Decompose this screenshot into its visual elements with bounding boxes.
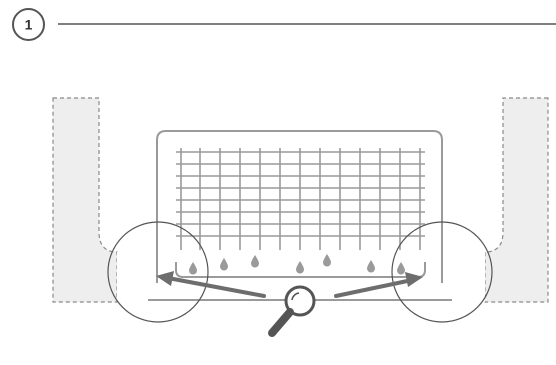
water-drop-icon: [397, 262, 405, 275]
water-drops: [189, 254, 405, 275]
arrow-head-left: [156, 271, 174, 286]
arrow-head-right: [405, 272, 423, 287]
grid-rack: [176, 148, 425, 250]
water-drop-icon: [189, 262, 197, 275]
step-header: 1: [12, 8, 556, 41]
step-number: 1: [25, 17, 33, 33]
right-detail-circle: [391, 221, 493, 323]
left-side-panel: [52, 97, 118, 303]
magnifier-icon: [268, 285, 316, 337]
water-drop-icon: [220, 258, 228, 271]
water-drop-icon: [251, 255, 259, 268]
water-drop-icon: [367, 260, 375, 273]
drip-tray: [175, 262, 426, 278]
arrows: [156, 271, 423, 298]
step-number-circle: [12, 8, 45, 41]
water-drop-icon: [296, 261, 304, 274]
appliance-frame: [156, 130, 443, 283]
left-detail-circle: [107, 221, 209, 323]
water-drop-icon: [323, 254, 331, 267]
arrow-icon: [166, 276, 266, 298]
arrow-icon: [334, 278, 414, 298]
right-side-panel: [484, 97, 549, 303]
